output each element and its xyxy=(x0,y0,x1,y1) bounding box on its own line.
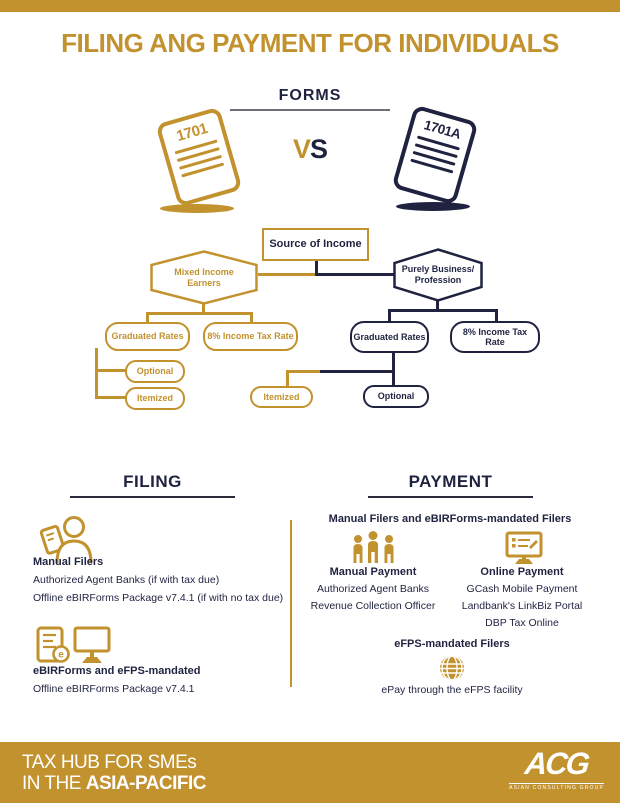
ebirforms-mandated-title: eBIRForms and eFPS-mandated xyxy=(33,665,201,677)
connector-line xyxy=(388,309,498,312)
manual-payment-title: Manual Payment xyxy=(329,566,417,578)
connector-line xyxy=(315,260,318,275)
payment-line: DBP Tax Online xyxy=(485,617,559,629)
node-left-8pct-income-tax: 8% Income Tax Rate xyxy=(203,322,298,351)
footer-tagline: TAX HUB FOR SMEs IN THE ASIA-PACIFIC xyxy=(22,752,207,794)
connector-line xyxy=(95,396,126,399)
connector-line xyxy=(388,309,391,323)
node-right-optional: Optional xyxy=(363,385,429,408)
payment-subheading: Manual Filers and eBIRForms-mandated Fil… xyxy=(328,513,572,525)
efps-mandated-title: eFPS-mandated Filers xyxy=(394,638,510,650)
connector-line xyxy=(392,352,395,386)
page-title: FILING ANG PAYMENT FOR INDIVIDUALS xyxy=(61,28,559,58)
manual-filer-icon xyxy=(39,514,94,571)
forms-heading: FORMS xyxy=(278,87,342,104)
node-mixed-income-label: Mixed Income Earners xyxy=(174,266,234,288)
connector-line xyxy=(315,273,394,276)
acg-logo-text: ACG xyxy=(523,746,590,781)
payment-line: Authorized Agent Banks xyxy=(316,583,430,595)
node-source-of-income: Source of Income xyxy=(262,228,369,261)
form-1701-shadow xyxy=(160,204,234,213)
connector-line xyxy=(95,369,126,372)
connector-line xyxy=(95,348,98,399)
connector-line xyxy=(146,312,149,324)
tagline-line1: TAX HUB FOR SMEs xyxy=(22,752,197,773)
footer-bar: TAX HUB FOR SMEs IN THE ASIA-PACIFIC ACG… xyxy=(0,742,620,803)
section-divider xyxy=(290,520,292,687)
node-purely-business-label: Purely Business/ Profession xyxy=(401,264,475,285)
connector-line xyxy=(286,370,289,387)
node-center-itemized: Itemized xyxy=(250,386,313,408)
tagline-line2: IN THE ASIA-PACIFIC xyxy=(22,773,207,794)
vs-text: VS xyxy=(292,134,328,164)
filing-line: Offline eBIRForms Package v7.4.1 xyxy=(33,683,195,695)
manual-filers-title: Manual Filers xyxy=(33,556,104,568)
top-accent-bar xyxy=(0,0,620,12)
payment-line: GCash Mobile Payment xyxy=(466,583,578,595)
acg-logo: ACG ASIAN CONSULTING GROUP xyxy=(509,746,604,791)
connector-line xyxy=(250,312,253,324)
connector-line xyxy=(258,273,316,276)
payment-line: Revenue Collection Officer xyxy=(310,600,436,612)
node-left-optional: Optional xyxy=(125,360,185,383)
filing-underline xyxy=(70,496,235,498)
efps-line: ePay through the eFPS facility xyxy=(381,684,523,696)
online-payment-title: Online Payment xyxy=(480,566,564,578)
filing-line: Authorized Agent Banks (if with tax due) xyxy=(33,574,220,586)
connector-line xyxy=(146,312,253,315)
payment-underline xyxy=(368,496,533,498)
form-1701a-shadow xyxy=(396,202,470,211)
payment-line: Landbank's LinkBiz Portal xyxy=(461,600,583,612)
connector-line xyxy=(286,370,320,373)
node-left-graduated-rates: Graduated Rates xyxy=(105,322,190,351)
node-left-itemized: Itemized xyxy=(125,387,185,410)
globe-icon xyxy=(439,655,465,686)
online-payment-icon xyxy=(505,531,543,569)
filing-heading: FILING xyxy=(123,472,182,491)
node-right-graduated-rates: Graduated Rates xyxy=(350,321,429,353)
svg-text:e: e xyxy=(58,650,64,661)
forms-underline xyxy=(230,109,390,111)
payment-heading: PAYMENT xyxy=(408,472,493,491)
connector-line xyxy=(436,300,439,311)
node-mixed-income-earners: Mixed Income Earners xyxy=(150,250,258,305)
node-purely-business: Purely Business/ Profession xyxy=(393,248,483,302)
ebirforms-efps-icon: e xyxy=(36,626,112,671)
connector-line xyxy=(320,370,395,373)
acg-logo-subtext: ASIAN CONSULTING GROUP xyxy=(509,783,604,791)
node-right-8pct-income-tax: 8% Income Tax Rate xyxy=(450,321,540,353)
connector-line xyxy=(202,303,205,314)
manual-payment-icon xyxy=(350,531,396,568)
connector-line xyxy=(495,309,498,323)
filing-line: Offline eBIRForms Package v7.4.1 (if wit… xyxy=(33,592,284,604)
